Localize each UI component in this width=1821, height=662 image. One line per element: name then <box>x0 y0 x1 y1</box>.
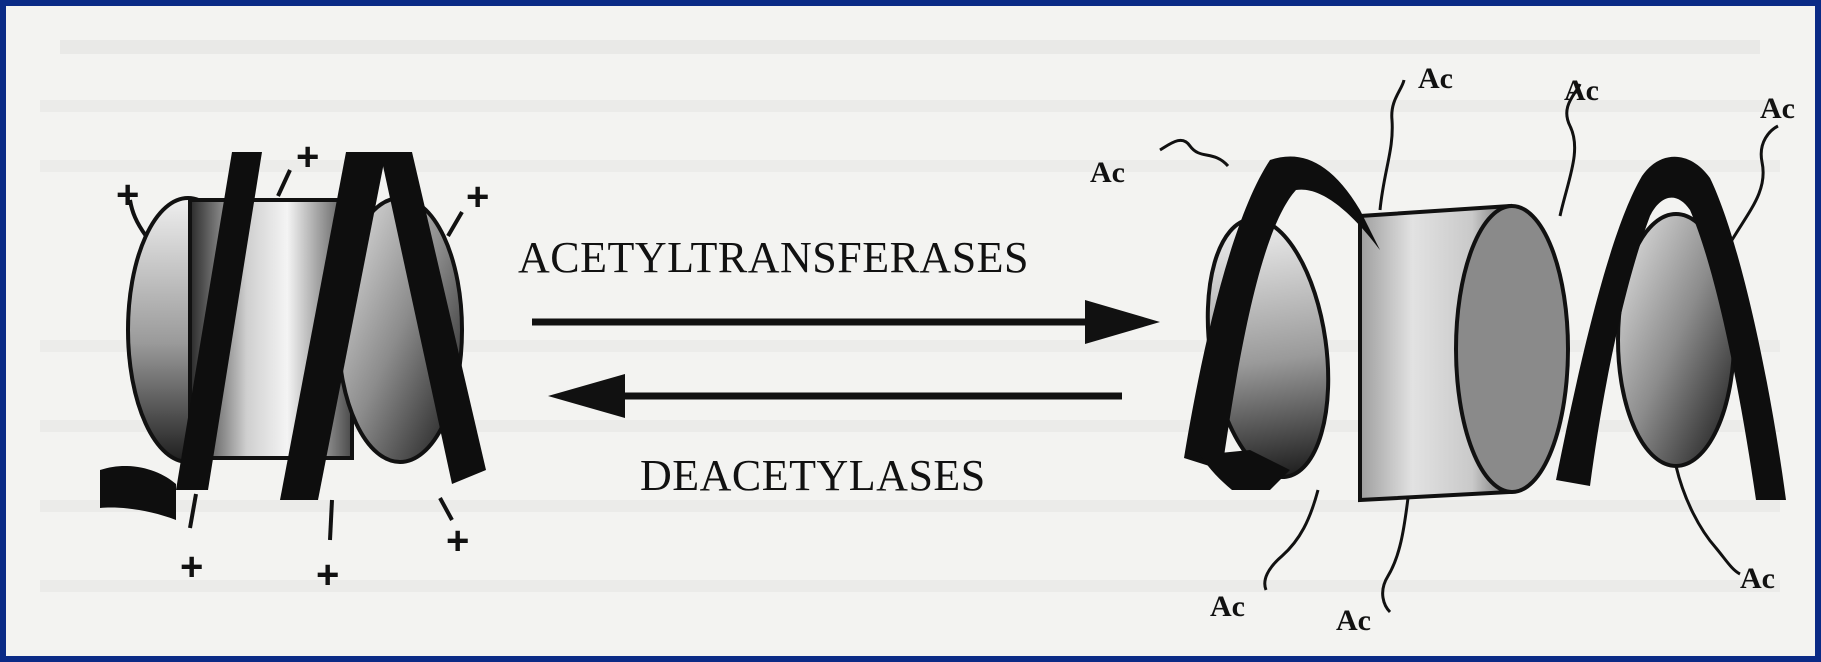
reverse-label: DEACETYLASES <box>640 451 986 500</box>
reverse-arrow-head <box>548 374 625 418</box>
forward-arrow-head <box>1085 300 1160 344</box>
acetyl-label: Ac <box>1210 590 1245 623</box>
charge-plus: + <box>116 173 139 217</box>
charge-plus: + <box>446 519 469 563</box>
charge-plus: + <box>316 553 339 597</box>
ac-tail-7 <box>1676 466 1740 574</box>
ac-tail-4 <box>1732 126 1778 240</box>
tail-3 <box>448 212 462 236</box>
acetylated-nucleosome <box>1160 80 1786 612</box>
acetyl-label: Ac <box>1564 74 1599 107</box>
forward-label: ACETYLTRANSFERASES <box>518 233 1029 282</box>
charge-plus: + <box>296 135 319 179</box>
acetyl-label: Ac <box>1336 604 1371 637</box>
reaction-arrows: ACETYLTRANSFERASES DEACETYLASES <box>518 233 1160 500</box>
histone-core-face <box>1456 206 1568 492</box>
acetyl-label: Ac <box>1090 156 1125 189</box>
acetyl-label: Ac <box>1418 62 1453 95</box>
ac-tail-2 <box>1380 80 1404 210</box>
acetyl-label: Ac <box>1740 562 1775 595</box>
tail-2 <box>278 170 290 196</box>
charge-plus: + <box>466 175 489 219</box>
ac-tail-6 <box>1383 498 1408 612</box>
charge-plus: + <box>180 545 203 589</box>
condensed-nucleosome <box>100 152 486 540</box>
acetyl-label: Ac <box>1760 92 1795 125</box>
tail-5 <box>330 500 332 540</box>
